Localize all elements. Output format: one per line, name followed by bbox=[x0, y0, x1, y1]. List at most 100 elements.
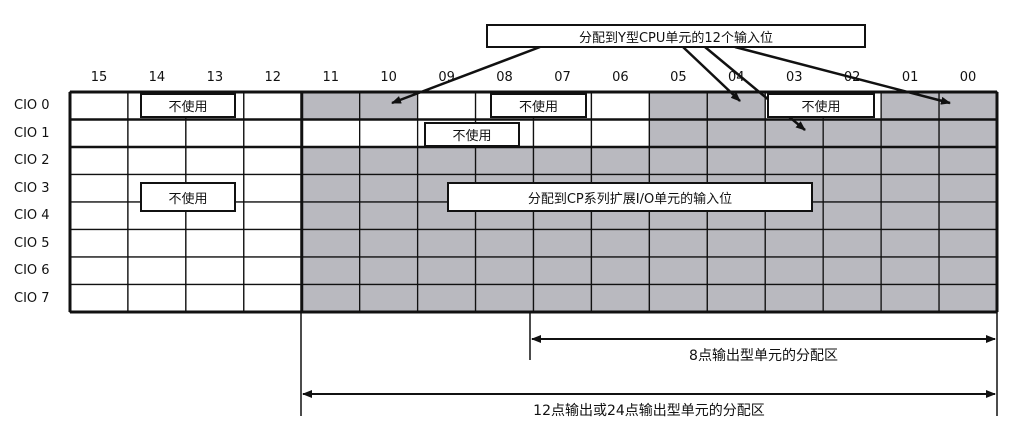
bit-cell bbox=[301, 256, 361, 286]
bit-cell bbox=[880, 173, 940, 203]
bit-cell bbox=[822, 146, 882, 176]
bit-cell bbox=[880, 228, 940, 258]
bit-cell bbox=[822, 173, 882, 203]
bit-cell bbox=[474, 228, 535, 258]
bit-cell bbox=[243, 283, 303, 313]
bit-cell bbox=[706, 228, 766, 258]
bit-cell bbox=[416, 228, 477, 258]
bit-cell bbox=[127, 146, 187, 176]
bit-cell bbox=[590, 228, 651, 258]
bit-cell bbox=[69, 283, 129, 313]
bit-cell bbox=[301, 201, 361, 231]
bit-cell bbox=[532, 118, 593, 148]
bit-cell bbox=[301, 283, 361, 313]
bit-cell bbox=[822, 228, 882, 258]
bit-cell bbox=[938, 201, 998, 231]
bit-cell bbox=[764, 228, 824, 258]
bit-cell bbox=[243, 118, 303, 148]
column-label: 13 bbox=[206, 70, 224, 85]
row-label: CIO 6 bbox=[14, 263, 50, 278]
bit-cell bbox=[532, 146, 593, 176]
column-label: 15 bbox=[90, 70, 108, 85]
bit-cell bbox=[822, 118, 882, 148]
bit-cell bbox=[474, 256, 535, 286]
bit-cell bbox=[69, 91, 129, 121]
bit-cell bbox=[648, 283, 708, 313]
bit-cell bbox=[880, 256, 940, 286]
range-markers bbox=[300, 312, 998, 416]
bit-cell bbox=[69, 201, 129, 231]
bit-cell bbox=[474, 283, 535, 313]
bit-cell bbox=[301, 146, 361, 176]
bit-cell bbox=[474, 146, 535, 176]
bit-cell bbox=[127, 283, 187, 313]
arrow-to-bit10 bbox=[391, 45, 541, 105]
bit-cell bbox=[590, 146, 651, 176]
column-label: 07 bbox=[554, 70, 571, 85]
bit-cell bbox=[648, 118, 708, 148]
bit-cell bbox=[185, 256, 245, 286]
bit-cell bbox=[69, 256, 129, 286]
bit-cell bbox=[822, 256, 882, 286]
bit-cell bbox=[416, 91, 477, 121]
bit-cell bbox=[938, 256, 998, 286]
bit-cell bbox=[359, 201, 419, 231]
bit-cell bbox=[822, 283, 882, 313]
unused-box-cio3-4: 不使用 bbox=[140, 182, 236, 212]
bit-cell bbox=[764, 283, 824, 313]
column-label: 10 bbox=[380, 70, 397, 85]
column-label: 00 bbox=[959, 70, 977, 85]
arrow-to-bit00 bbox=[734, 45, 951, 105]
bit-cell bbox=[359, 173, 419, 203]
bit-cell bbox=[69, 146, 129, 176]
bit-cell bbox=[532, 256, 593, 286]
bit-cell bbox=[127, 118, 187, 148]
cpu-inputs-callout: 分配到Y型CPU单元的12个输入位 bbox=[486, 24, 866, 48]
output8-caption: 8点输出型单元的分配区 bbox=[689, 348, 838, 364]
bit-cell bbox=[938, 146, 998, 176]
bit-cell bbox=[69, 173, 129, 203]
bit-cell bbox=[243, 201, 303, 231]
bit-cell bbox=[301, 228, 361, 258]
bit-cell bbox=[243, 256, 303, 286]
bit-cell bbox=[359, 283, 419, 313]
bit-cell bbox=[880, 118, 940, 148]
bit-cell bbox=[590, 283, 651, 313]
expansion-inputs-callout: 分配到CP系列扩展I/O单元的输入位 bbox=[447, 182, 813, 212]
bit-cell bbox=[243, 91, 303, 121]
bit-cell bbox=[880, 91, 940, 121]
bit-cell bbox=[938, 118, 998, 148]
bit-cell bbox=[243, 173, 303, 203]
column-label: 01 bbox=[901, 70, 919, 85]
bit-cell bbox=[648, 228, 708, 258]
bit-cell bbox=[185, 146, 245, 176]
arrow-to-bit04 bbox=[682, 46, 741, 102]
bit-cell bbox=[243, 146, 303, 176]
bit-cell bbox=[359, 228, 419, 258]
bit-cell bbox=[359, 118, 419, 148]
bit-cell bbox=[185, 228, 245, 258]
row-label: CIO 5 bbox=[14, 235, 50, 251]
bit-cell bbox=[590, 91, 651, 121]
bit-cell bbox=[416, 256, 477, 286]
bit-cell bbox=[301, 118, 361, 148]
bit-cell bbox=[648, 256, 708, 286]
bit-cell bbox=[880, 201, 940, 231]
bit-cell bbox=[880, 283, 940, 313]
unused-box-cio0-left: 不使用 bbox=[140, 93, 236, 118]
bit-cell bbox=[764, 118, 824, 148]
bit-cell bbox=[532, 283, 593, 313]
column-label: 02 bbox=[843, 70, 861, 85]
column-label: 04 bbox=[728, 70, 745, 85]
row-label: CIO 3 bbox=[14, 180, 50, 196]
bit-cell bbox=[706, 256, 766, 286]
bit-cell bbox=[706, 118, 766, 148]
bit-cell bbox=[69, 228, 129, 258]
bit-cell bbox=[938, 91, 998, 121]
bit-cell bbox=[416, 283, 477, 313]
bit-cell bbox=[590, 118, 651, 148]
row-label: CIO 0 bbox=[14, 98, 50, 113]
bit-cell bbox=[185, 118, 245, 148]
